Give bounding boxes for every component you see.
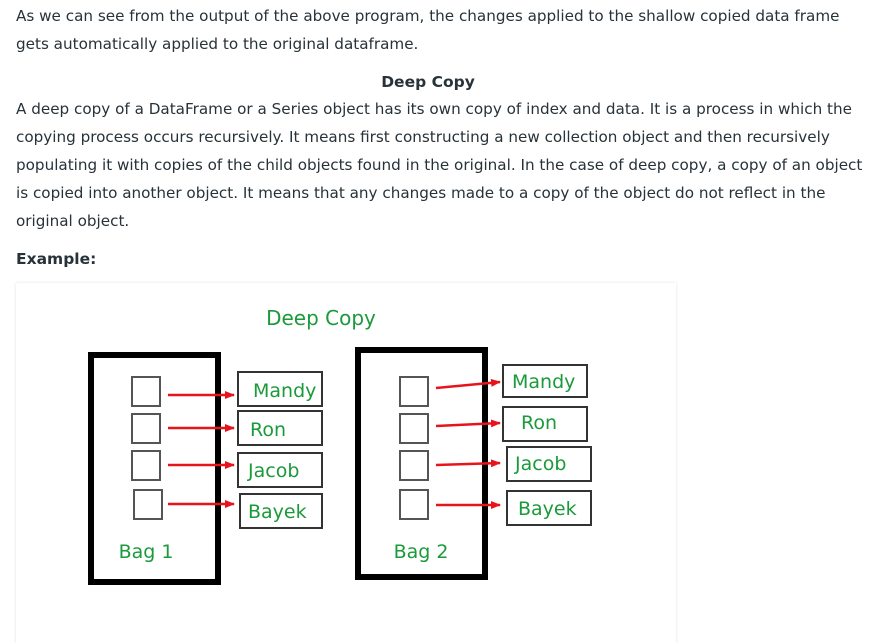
reference-arrow	[435, 378, 501, 390]
bag-2-slot	[399, 450, 429, 481]
bag-1-slot	[131, 450, 161, 481]
bag-1-slot	[133, 489, 163, 520]
name-box-text: Jacob	[247, 460, 299, 482]
example-label: Example:	[16, 250, 97, 268]
figure-title: Deep Copy	[266, 306, 376, 330]
name-box	[237, 371, 323, 407]
name-box	[502, 364, 588, 398]
intro-paragraph: As we can see from the output of the abo…	[16, 7, 840, 53]
reference-arrow	[435, 419, 501, 428]
name-box-text: Mandy	[253, 380, 316, 402]
name-box	[506, 490, 592, 526]
name-box	[237, 452, 323, 488]
name-box-text: Bayek	[518, 498, 577, 520]
name-box	[237, 410, 323, 446]
deep-copy-description: A deep copy of a DataFrame or a Series o…	[16, 100, 863, 230]
bag-2-slot	[399, 489, 429, 520]
name-box-text: Ron	[521, 412, 557, 434]
deep-copy-diagram: Deep Copy Bag 1 Mandy Ron Jacob Bayek Ba…	[88, 306, 592, 585]
bag-1-container	[88, 352, 221, 585]
name-box	[506, 446, 592, 482]
name-box-text: Ron	[250, 419, 286, 441]
name-box-text: Bayek	[248, 501, 307, 523]
bag-1-slot	[131, 376, 161, 407]
name-box	[502, 406, 588, 442]
name-box-text: Jacob	[514, 453, 566, 475]
bag-2-slot	[399, 376, 429, 407]
name-box-text: Mandy	[512, 371, 575, 393]
bag-2-label: Bag 2	[394, 541, 449, 563]
deep-copy-figure: Deep Copy Bag 1 Mandy Ron Jacob Bayek Ba…	[16, 283, 676, 643]
section-heading-deep-copy: Deep Copy	[381, 73, 475, 91]
reference-arrow	[435, 459, 501, 468]
bag-1-label: Bag 1	[119, 541, 174, 563]
name-box	[239, 493, 323, 529]
bag-2-slot	[399, 413, 429, 444]
bag-1-slot	[131, 413, 161, 444]
